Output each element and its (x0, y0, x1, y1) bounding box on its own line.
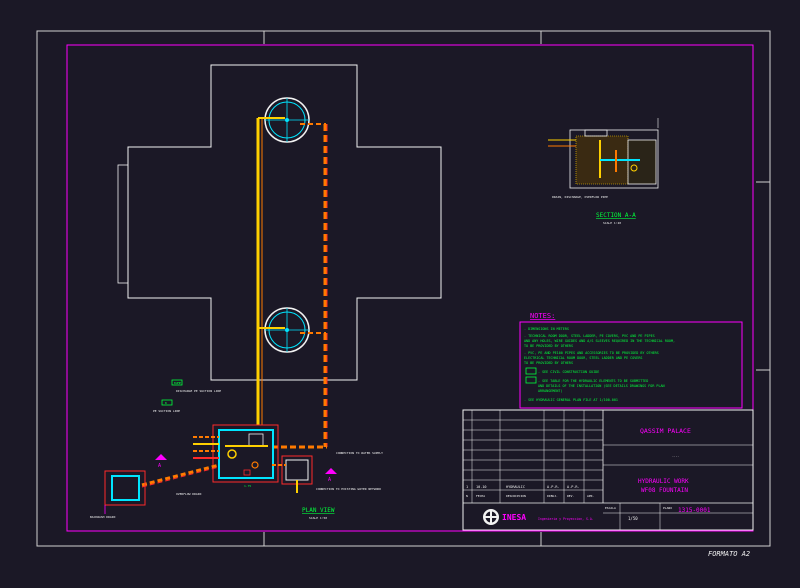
note-line: - DIMENSIONS IN METERS (524, 327, 569, 331)
company-logo: INESA (483, 509, 526, 525)
svg-text:B: B (165, 401, 167, 405)
plan-note-1: DISCHARGE PE SUCTION LINE (176, 389, 221, 393)
note-line: ARRANGEMENT) (538, 389, 563, 393)
plan-number: 1315-0001 (678, 507, 711, 514)
plan-view-title: PLAN VIEW (302, 507, 335, 514)
work-title: HYDRAULIC WORK (638, 478, 689, 485)
jet-upper (264, 97, 310, 143)
rev-header-rev: REV. (567, 494, 574, 498)
note-line: ELECTRICAL TECHNICAL ROOM DOOR, STEEL LA… (524, 356, 642, 360)
valve (251, 461, 259, 469)
svg-text:A: A (158, 463, 161, 469)
project-title: QASSIM PALACE (640, 427, 691, 435)
fountain-basin-outline (127, 64, 442, 381)
section-title: SECTION A-A (596, 212, 636, 219)
rev-header-date: FECHA (476, 494, 485, 498)
svg-text:A: A (328, 477, 331, 483)
plan-note-2: PE SUCTION LINE (153, 409, 180, 413)
note-line: TO BE PROVIDED BY OTHERS (524, 344, 573, 348)
note-line: - SEE HYDRAULIC GENERAL PLAN FILE AT 1/1… (524, 398, 618, 402)
scale-label: ESCALA (605, 506, 616, 510)
scale-value: 1/50 (628, 516, 638, 521)
room-fitting (243, 469, 251, 476)
rev-header-desc: DESCRIPCION (506, 494, 526, 498)
drain-manhole (111, 475, 140, 501)
rev-number: 1 (466, 485, 468, 489)
revision-row: 1 10.10 HYDRAULIC A.P.R. A.P.R. (466, 485, 580, 489)
note-line: - PVC, PE AND PE100 PIPES AND ACCESSORIE… (524, 351, 659, 355)
project-subtitle-line: ---- (672, 454, 679, 458)
notes-title: NOTES: (530, 312, 555, 320)
plan-tag-pump: BUMP (171, 379, 183, 386)
section-scale: SCALE 1:20 (603, 221, 621, 225)
rev-drawn: A.P.R. (547, 485, 560, 489)
rev-header-n: N (466, 494, 468, 498)
rev-description: HYDRAULIC (506, 485, 525, 489)
section-marker-right: A (325, 468, 337, 483)
svg-text:INESA: INESA (502, 513, 526, 522)
drain-manhole-outer (104, 470, 146, 506)
plan-view-scale: SCALE 1:50 (309, 516, 327, 520)
format-label: FORMATO A2 (708, 550, 750, 558)
rev-header-apr: APR. (587, 494, 594, 498)
drain-pipe (141, 463, 220, 487)
rev-checked: A.P.R. (567, 485, 580, 489)
svg-text:DRAIN, DISCHARGE, OVERFLOW PIP: DRAIN, DISCHARGE, OVERFLOW PIPE (552, 195, 608, 199)
revision-header: N FECHA DESCRIPCION DIBUJ. REV. APR. (466, 494, 594, 498)
basin-side-step (117, 164, 129, 284)
company-tagline: Ingenieria y Proyeccion, S.A. (538, 517, 594, 521)
pump (248, 433, 264, 447)
notes-list: - DIMENSIONS IN METERS - TECHNICAL ROOM … (524, 327, 675, 402)
plan-tag-b: B (161, 399, 173, 406)
plan-note-4: CONNECTION TO EXISTING WATER NETWORK (316, 487, 381, 491)
rev-header-drawn: DIBUJ. (547, 494, 558, 498)
plan-note-3: CONNECTION TO WATER SUPPLY (336, 451, 383, 455)
svg-text:BUMP: BUMP (174, 381, 181, 385)
note-line: AND ANY HOLES, WIRE GUIDES AND A/S SLEEV… (524, 339, 675, 343)
technical-room-outer (212, 424, 279, 483)
jet-lower (264, 307, 310, 353)
note-line: - SEE CIVIL CONSTRUCTION GUIDE (538, 370, 599, 374)
room-dimension-h: 1.75 (244, 484, 251, 488)
note-line: TO BE PROVIDED BY OTHERS (524, 361, 573, 365)
filter (227, 449, 237, 459)
work-subtitle: WF08 FOUNTAIN (641, 487, 688, 494)
title-block (462, 409, 754, 531)
outer-sheet-border (36, 30, 771, 547)
notes-box (519, 321, 743, 409)
note-symbol-1 (525, 367, 537, 375)
note-symbol-2 (525, 376, 537, 384)
rev-date: 10.10 (476, 485, 487, 489)
technical-room (218, 429, 274, 479)
drain-pipe-red (141, 466, 220, 488)
note-line: - SEE TABLE FOR THE HYDRAULIC ELEMENTS T… (538, 379, 648, 383)
section-marker-left: A (155, 454, 167, 469)
overflow-note: OVERFLOW DRAIN (176, 492, 201, 496)
overflow-chamber (285, 459, 309, 481)
note-line: - TECHNICAL ROOM DOOR, STEEL LADDER, PE … (524, 334, 655, 338)
section-a-a-detail: DRAIN, DISCHARGE, OVERFLOW PIPE (548, 118, 659, 199)
note-line: AND DETAILS OF THE INSTALLATION (SEE DET… (538, 384, 665, 388)
plan-number-label: PLANO (663, 506, 672, 510)
inner-drawing-frame (66, 44, 754, 532)
drain-note: BACKWASH DRAIN (90, 515, 115, 519)
